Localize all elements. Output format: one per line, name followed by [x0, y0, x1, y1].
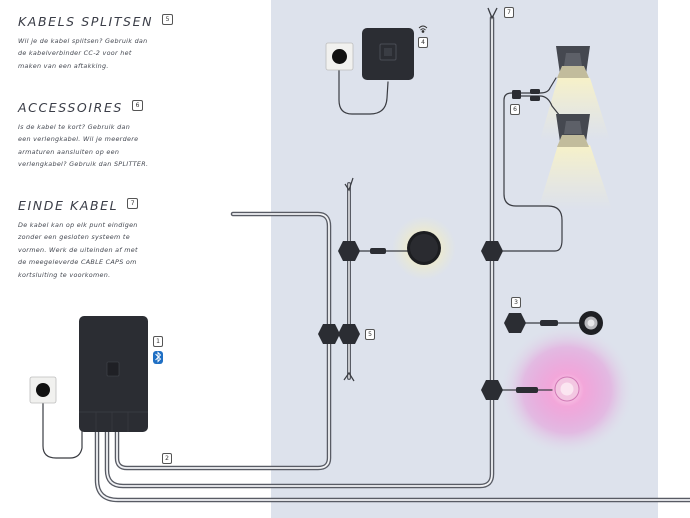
section-title: ACCESSOIRES	[18, 100, 123, 115]
junction-hexagon-1	[338, 241, 360, 261]
controller-box	[79, 316, 148, 432]
callout-cable-end: 7	[504, 7, 514, 18]
section-body: Wil je de kabel splitsen? Gebruik dan de…	[18, 35, 190, 72]
wifi-icon	[418, 25, 428, 33]
body-line: Is de kabel te kort? Gebruik dan	[18, 123, 131, 131]
junction-box	[318, 241, 526, 400]
small-spot	[579, 311, 603, 335]
cable-bottom-inner	[96, 431, 690, 501]
section-einde-kabel: EINDE KABEL 7 De kabel kan op elk punt ei…	[18, 198, 158, 281]
cable-end-cap-top	[344, 177, 354, 192]
cable-end-cap-main	[487, 7, 498, 20]
pink-spot	[554, 376, 580, 402]
ground-spot-dark	[407, 231, 441, 265]
bluetooth-icon	[153, 351, 163, 364]
junction-hexagon-5	[504, 313, 526, 333]
body-line: zonder een gesloten systeem te	[18, 233, 130, 242]
thin-cable-splitter-down	[502, 92, 563, 252]
junction-hexagon-4	[481, 241, 503, 261]
cable-left-top-inner	[116, 213, 330, 469]
callout-wifi-hub: 4	[418, 37, 428, 48]
thin-cable-wall-bottom	[519, 95, 561, 117]
section-body: Is de kabel te kort? Gebruik dan een ver…	[18, 121, 190, 171]
callout-spot: 3	[511, 297, 521, 308]
connector-small-spot	[540, 320, 558, 326]
section-body: De kabel kan op elk punt eindigen zonder…	[18, 219, 158, 281]
body-line: de kabelverbinder CC-2 voor het	[18, 49, 132, 58]
wall-socket-top	[325, 42, 354, 71]
wifi-hub	[362, 28, 414, 80]
body-line: de meegeleverde CABLE CAPS om	[18, 258, 137, 267]
callout-accessory: 6	[510, 104, 520, 115]
cable-end-cap-bottom	[343, 371, 355, 382]
wall-light-bottom	[556, 114, 590, 147]
connector-pink-spot	[516, 387, 538, 393]
splitter-connector	[512, 89, 540, 101]
junction-hexagon-2	[318, 324, 340, 344]
wall-socket-controller	[29, 376, 57, 404]
wall-light-beam-bottom	[538, 145, 612, 210]
section-title: EINDE KABEL	[18, 198, 119, 213]
section-badge: 6	[131, 100, 143, 111]
section-badge: 7	[127, 198, 139, 209]
callout-splitter: 5	[365, 329, 375, 340]
body-line: kortsluiting te voorkomen.	[18, 270, 111, 279]
thin-cable-hub-socket	[338, 61, 389, 115]
cables	[42, 15, 690, 503]
junction-hexagon-3	[338, 324, 360, 344]
callout-controller: 1	[153, 336, 163, 347]
thin-cable-controller-socket	[42, 397, 83, 459]
section-badge: 5	[162, 14, 174, 25]
callout-cable: 2	[162, 453, 172, 464]
section-kabels-splitsen: KABELS SPLITSEN 5 Wil je de kabel splitse…	[18, 14, 190, 72]
body-line: maken van een aftakking.	[18, 61, 109, 70]
wall-light-top	[556, 46, 590, 78]
thin-cable-wall-top	[519, 77, 557, 94]
junction-hexagon-6	[481, 380, 503, 400]
body-line: vormen. Werk de uiteinden af met	[18, 245, 138, 254]
body-line: een verlengkabel. Wil je meerdere	[18, 135, 139, 144]
body-line: Wil je de kabel splitsen? Gebruik dan	[18, 37, 148, 45]
body-line: De kabel kan op elk punt eindigen	[18, 221, 138, 229]
connector-ground-spot	[370, 248, 386, 254]
body-line: armaturen aansluiten op een	[18, 147, 120, 156]
section-title: KABELS SPLITSEN	[18, 14, 154, 29]
cable-main-inner	[106, 17, 493, 487]
body-line: verlengkabel? Gebruik dan SPLITTER.	[18, 160, 149, 169]
section-accessoires: ACCESSOIRES 6 Is de kabel te kort? Gebrui…	[18, 100, 190, 171]
